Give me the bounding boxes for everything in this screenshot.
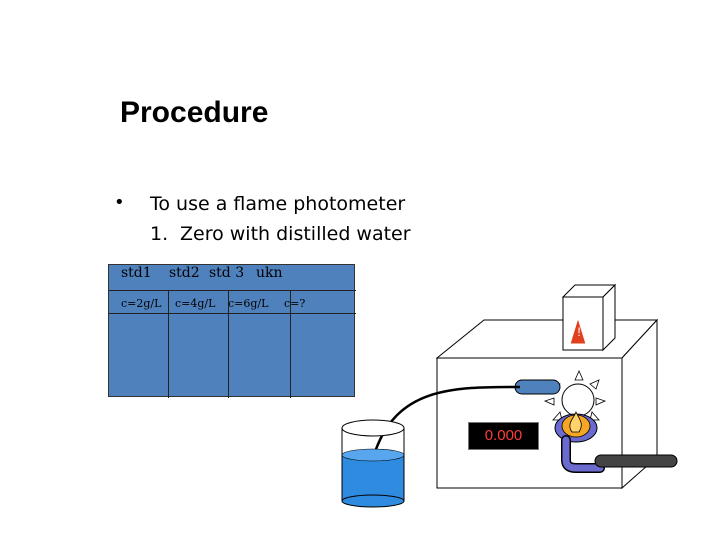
readout-display: 0.000 [468,422,539,450]
table-header-std1: std1 [121,265,152,281]
nebulizer-tube [514,379,561,395]
instrument-top-face [435,319,659,359]
table-column-divider [168,290,169,398]
bullet-marker: • [114,192,125,213]
chimney-side [602,283,616,352]
gas-hose [594,454,678,468]
table-cell-std1-conc: c=2g/L [121,297,162,310]
step-number: 1. [150,223,169,245]
lamp-circle [561,383,595,417]
flame-inner [569,410,582,433]
beaker-liquid [342,455,404,501]
table-cell-std3-conc: c=6g/L [228,297,269,310]
step-line: 1. Zero with distilled water [150,223,411,245]
standards-table: std1 std2 std 3 ukn c=2g/L c=4g/L c=6g/L… [108,264,356,398]
table-cell-std2-conc: c=4g/L [175,297,216,310]
burner-tube [562,436,604,472]
table-column-divider [290,290,291,398]
warning-triangle [569,316,587,345]
table-divider [109,290,356,291]
page-title: Procedure [120,96,269,129]
table-column-divider [228,290,229,398]
table-cell-ukn-conc: c=? [284,297,306,310]
table-divider [109,313,356,314]
warning-icon: ! [577,325,581,339]
bullet-text: To use a flame photometer [150,193,406,215]
liquid-surface [341,448,405,462]
table-header-std2: std2 [169,265,200,281]
beaker-rim [341,419,405,437]
table-header-std3: std 3 [209,265,245,281]
step-text: Zero with distilled water [180,223,411,245]
beaker-bottom [341,494,405,508]
table-header-ukn: ukn [256,265,283,281]
